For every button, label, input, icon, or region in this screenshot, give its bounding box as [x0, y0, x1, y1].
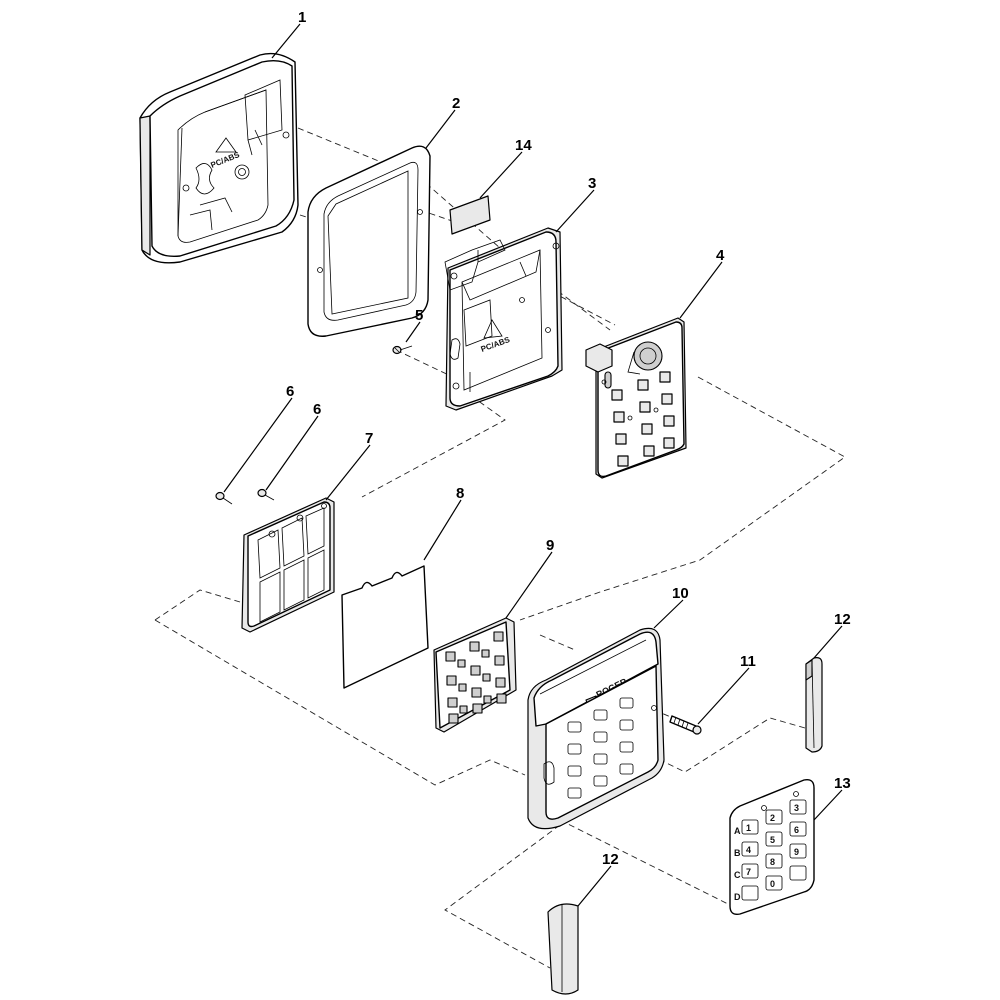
part-5-screw	[392, 345, 413, 355]
pcb-tact-switches	[611, 371, 675, 467]
overlay-key-7: 7	[746, 867, 751, 877]
overlay-letter-b: B	[734, 848, 741, 858]
callout-2: 2	[452, 95, 460, 112]
part-number-labels: 1 2 14 3 4 5 6 6 7 8 9 10 11 12 13 12	[286, 9, 851, 868]
callout-11: 11	[740, 653, 756, 670]
callout-7: 7	[365, 430, 373, 447]
callout-5: 5	[415, 307, 423, 324]
overlay-key-9: 9	[794, 847, 799, 857]
part-8-gasket-sheet	[341, 565, 429, 689]
front-housing-key-windows	[567, 697, 634, 799]
callout-10: 10	[672, 585, 689, 602]
callout-leaders	[223, 23, 843, 907]
part-12-side-cover-upper	[805, 657, 823, 753]
part-13-keypad-overlay: 1 2 3 4 5 6 7 8 9 0 A B C D	[729, 778, 815, 916]
part-4-pcb	[585, 317, 687, 479]
overlay-key-1: 1	[746, 823, 751, 833]
callout-14: 14	[515, 137, 532, 154]
callout-9: 9	[546, 537, 554, 554]
callout-3: 3	[588, 175, 596, 192]
part-2-gasket-frame	[307, 145, 431, 337]
part-3-mounting-frame: PC/ABS	[444, 227, 563, 411]
overlay-letter-d: D	[734, 892, 741, 902]
part-10-front-housing: ROGER	[527, 627, 665, 830]
part-6-screws	[215, 488, 275, 505]
part-12-side-cover-lower	[547, 903, 579, 995]
overlay-key-8: 8	[770, 857, 775, 867]
callout-6a: 6	[286, 383, 294, 400]
callout-4: 4	[716, 247, 725, 264]
overlay-letter-a: A	[734, 826, 741, 836]
overlay-key-0: 0	[770, 879, 775, 889]
rubber-key-caps	[445, 631, 507, 724]
overlay-keys	[741, 799, 807, 901]
overlay-key-3: 3	[794, 803, 799, 813]
callout-12-upper: 12	[834, 611, 851, 628]
part-14-label-plate	[449, 195, 491, 235]
callout-12-lower: 12	[602, 851, 619, 868]
overlay-key-5: 5	[770, 835, 775, 845]
overlay-letter-c: C	[734, 870, 741, 880]
callout-6b: 6	[313, 401, 321, 418]
callout-8: 8	[456, 485, 464, 502]
part-1-surface-box: PC/ABS	[139, 52, 299, 264]
part-11-screw	[669, 715, 702, 735]
part-9-rubber-keypad	[433, 617, 517, 733]
overlay-key-2: 2	[770, 813, 775, 823]
overlay-key-4: 4	[746, 845, 751, 855]
callout-1: 1	[298, 9, 306, 26]
part-7-key-support-frame	[241, 497, 335, 633]
overlay-key-6: 6	[794, 825, 799, 835]
callout-13: 13	[834, 775, 851, 792]
